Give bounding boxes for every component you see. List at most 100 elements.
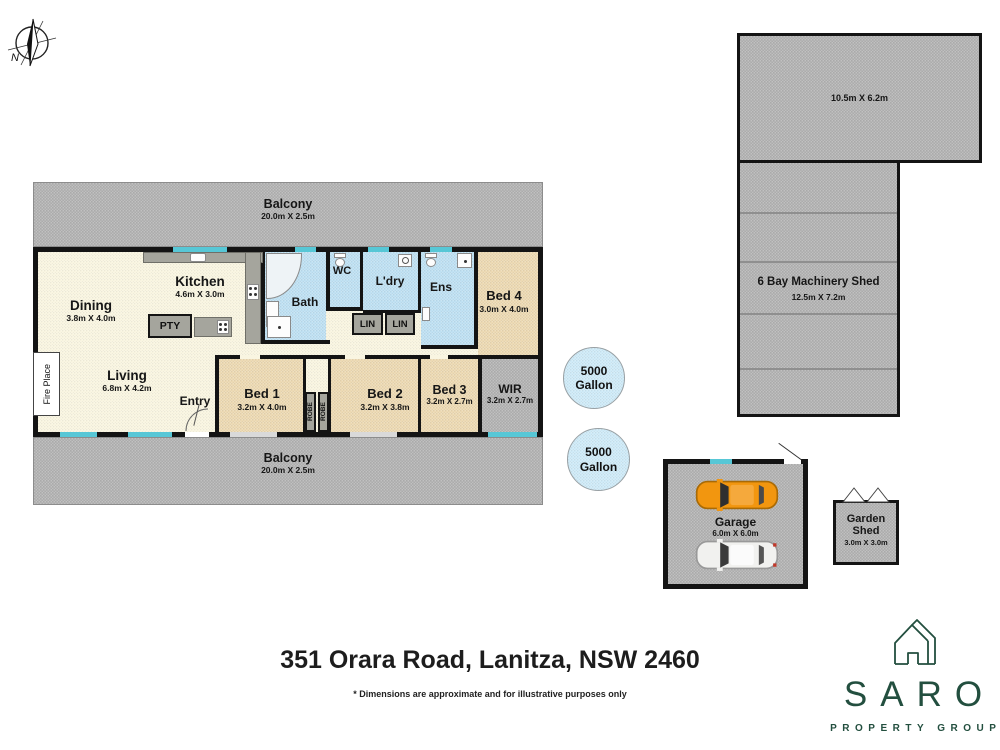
pantry: PTY <box>148 314 192 338</box>
toilet-icon <box>425 253 437 258</box>
garden-shed: Garden Shed 3.0m X 3.0m <box>833 487 899 565</box>
water-tank-lower: 5000 Gallon <box>567 428 630 491</box>
sliding-door <box>230 432 277 437</box>
stove-icon <box>247 284 259 300</box>
shed-bay-divider <box>740 368 897 370</box>
window <box>173 247 227 252</box>
window <box>430 247 452 252</box>
compass-north-label: N <box>11 52 19 64</box>
wall-segment <box>474 252 478 349</box>
wall-segment <box>326 252 330 310</box>
tank-unit: Gallon <box>579 459 618 474</box>
tank-capacity: 5000 <box>580 363 608 378</box>
window <box>368 247 389 252</box>
house-body: PTY LIN LIN ROBE ROBE Fire Place <box>33 247 543 437</box>
entry-door-swing-icon <box>185 408 209 432</box>
linen-cupboard: LIN <box>352 313 383 335</box>
garden-shed-label-1: Garden <box>846 513 886 525</box>
wall-segment <box>478 359 482 432</box>
brand-logo: SARO PROPERTY GROUP <box>823 616 1000 734</box>
balcony-top-dims: 20.0m X 2.5m <box>261 211 315 221</box>
room-label-wc: WC <box>332 265 352 277</box>
window <box>128 432 172 437</box>
room-bed2-area <box>331 359 418 432</box>
garage-label: Garage <box>714 515 757 529</box>
room-label-bath: Bath <box>291 295 319 309</box>
disclaimer-text: * Dimensions are approximate and for ill… <box>353 689 627 699</box>
window <box>488 432 537 437</box>
entry-door-opening <box>185 432 209 437</box>
balcony-bottom-label: Balcony <box>263 451 313 465</box>
wall-segment <box>215 355 538 359</box>
door-opening <box>345 355 365 359</box>
room-label-bed1: Bed 1 3.2m X 4.0m <box>237 386 287 412</box>
wall-segment <box>360 252 363 310</box>
door-opening <box>430 355 448 359</box>
room-label-bed3: Bed 3 3.2m X 2.7m <box>426 383 473 406</box>
room-wc-area <box>330 252 360 307</box>
white-car-icon <box>695 539 779 571</box>
room-label-bed4: Bed 4 3.0m X 4.0m <box>479 288 529 314</box>
room-label-ensuite: Ens <box>429 280 452 294</box>
room-bed4-area <box>478 252 538 355</box>
machinery-shed-label: 6 Bay Machinery Shed <box>757 276 880 288</box>
toilet-bowl-icon <box>426 258 436 267</box>
garage: Garage 6.0m X 6.0m <box>663 442 808 589</box>
robe: ROBE <box>318 392 329 432</box>
compass-rose-icon <box>7 18 57 67</box>
garage-door-swing <box>778 442 802 461</box>
garden-shed-label-2: Shed <box>852 525 880 538</box>
water-tank-upper: 5000 Gallon <box>563 347 625 409</box>
balcony-bottom: Balcony 20.0m X 2.5m <box>33 437 543 505</box>
garden-shed-doors-icon <box>842 487 890 503</box>
room-label-kitchen: Kitchen 4.6m X 3.0m <box>175 274 225 300</box>
brand-tagline: PROPERTY GROUP <box>830 723 1000 734</box>
wall-segment <box>261 252 265 344</box>
room-label-living: Living 6.8m X 4.2m <box>102 368 152 394</box>
washing-machine-icon <box>398 254 412 267</box>
room-wir-area <box>482 359 538 432</box>
brand-name: SARO <box>843 675 996 714</box>
toilet-icon <box>334 253 346 258</box>
tank-unit: Gallon <box>575 378 613 392</box>
machinery-shed-upper-dims: 10.5m X 6.2m <box>830 93 889 103</box>
shower-icon <box>267 316 291 338</box>
shed-bay-divider <box>740 261 897 263</box>
shower-icon <box>457 253 472 268</box>
window <box>60 432 97 437</box>
linen-label: LIN <box>392 318 408 330</box>
wall-segment <box>261 340 330 344</box>
room-bed3-area <box>421 359 478 432</box>
garage-dims: 6.0m X 6.0m <box>712 529 759 539</box>
property-address-title: 351 Orara Road, Lanitza, NSW 2460 <box>280 646 700 674</box>
door-opening <box>240 355 260 359</box>
wall-segment <box>421 345 474 349</box>
room-label-entry: Entry <box>179 394 211 408</box>
brand-house-icon <box>894 619 936 665</box>
orange-car-icon <box>695 479 779 511</box>
tank-capacity: 5000 <box>585 445 612 460</box>
shed-bay-divider <box>740 212 897 214</box>
wall-segment <box>326 307 363 311</box>
toilet-bowl-icon <box>335 258 345 267</box>
machinery-shed-dims: 12.5m X 7.2m <box>791 291 846 302</box>
kitchen-sink-icon <box>190 253 206 262</box>
robe: ROBE <box>305 392 316 432</box>
garage-door-opening <box>784 459 801 464</box>
machinery-shed-lower: 6 Bay Machinery Shed 12.5m X 7.2m <box>737 160 900 417</box>
room-label-dining: Dining 3.8m X 4.0m <box>66 298 116 324</box>
linen-label: LIN <box>359 318 376 330</box>
garden-shed-dims: 3.0m X 3.0m <box>844 537 888 547</box>
wall-segment <box>418 359 421 432</box>
wall-segment <box>328 359 331 432</box>
wall-segment <box>303 359 306 432</box>
window <box>710 459 732 464</box>
room-label-bed2: Bed 2 3.2m X 3.8m <box>360 386 410 412</box>
wall-segment <box>418 252 421 313</box>
room-label-wir: WIR 3.2m X 2.7m <box>486 382 534 406</box>
linen-cupboard: LIN <box>385 313 415 335</box>
balcony-top-label: Balcony <box>263 197 313 211</box>
sliding-door <box>350 432 397 437</box>
ensuite-vanity-icon <box>422 307 430 321</box>
compass: N <box>6 16 58 80</box>
